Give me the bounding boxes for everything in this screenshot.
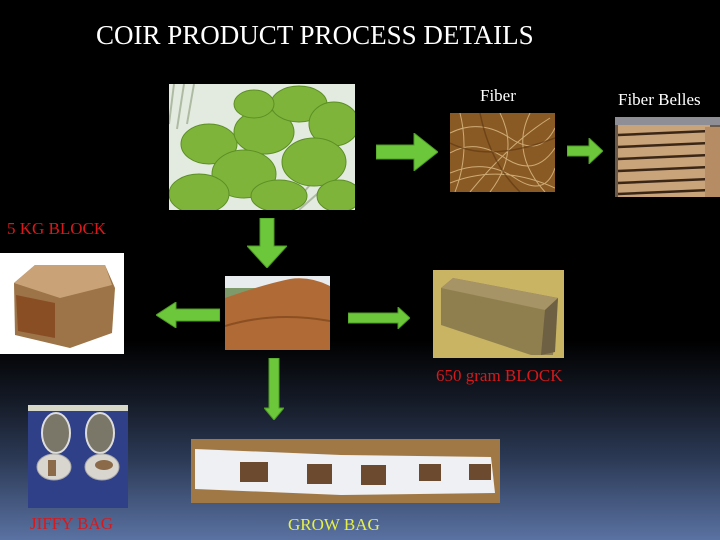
- grow-bag-image: [191, 439, 500, 503]
- coir-pith-pile-image: [225, 276, 330, 350]
- left-arrow-icon: [156, 302, 220, 328]
- green-coconuts-image: [169, 84, 355, 210]
- right-arrow-icon: [376, 133, 438, 171]
- jiffy-bag-label: JIFFY BAG: [30, 514, 113, 533]
- 5kg-block-image: [0, 253, 124, 354]
- slide-title: COIR PRODUCT PROCESS DETAILS: [96, 20, 534, 50]
- grow-bag-label: GROW BAG: [288, 515, 380, 534]
- coir-fiber-image: [450, 113, 555, 192]
- 650g-block-label: 650 gram BLOCK: [436, 366, 563, 385]
- 650g-block-image: [433, 270, 564, 358]
- jiffy-bag-image: [28, 405, 128, 508]
- fiber-label: Fiber: [480, 86, 516, 105]
- right-arrow-icon: [348, 307, 410, 329]
- down-arrow-icon: [264, 358, 284, 420]
- down-arrow-icon: [247, 218, 287, 268]
- fiber-belles-label: Fiber Belles: [618, 90, 701, 109]
- right-arrow-icon: [567, 138, 603, 164]
- fiber-bales-image: [615, 117, 720, 197]
- 5kg-block-label: 5 KG BLOCK: [7, 219, 107, 238]
